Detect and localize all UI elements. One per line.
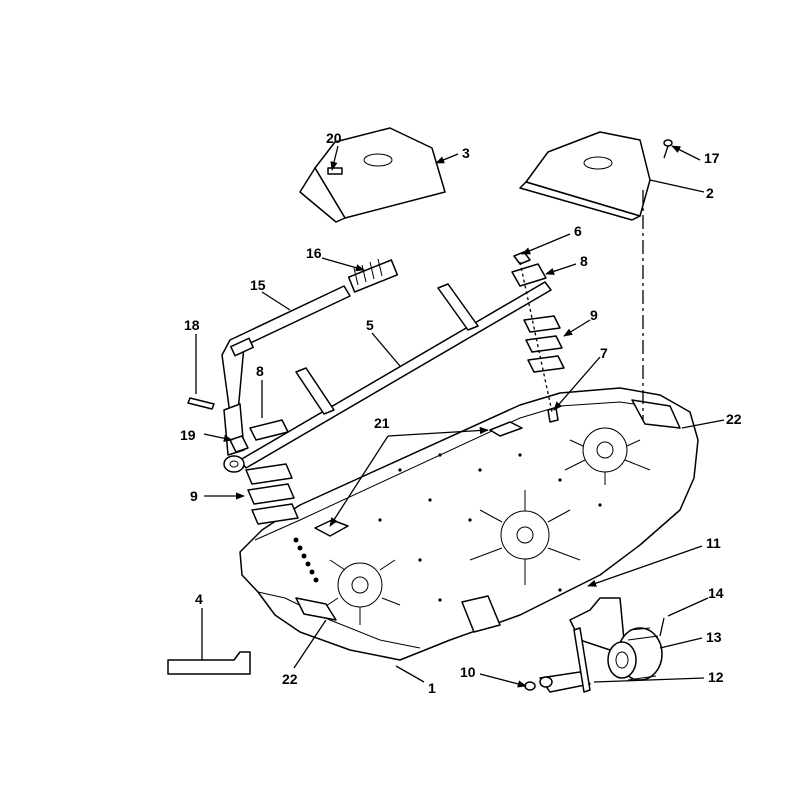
hand-grip (347, 258, 399, 293)
callout-22-left: 22 (282, 671, 298, 687)
callout-13: 13 (706, 629, 722, 645)
adjustment-holes (293, 537, 319, 583)
callout-21: 21 (374, 415, 390, 431)
support-rod (239, 281, 552, 469)
decal-21-right (489, 421, 523, 437)
bolt-axis (519, 261, 553, 413)
clip-19 (229, 435, 249, 453)
right-spindle-cover (519, 131, 651, 221)
callout-5: 5 (366, 317, 374, 333)
pin-18 (187, 397, 215, 410)
mower-deck-housing (239, 387, 699, 661)
template-4 (167, 651, 251, 675)
left-spindle-cover (299, 127, 446, 223)
callout-labels: 1 2 3 4 5 6 7 8 8 9 9 10 11 12 13 14 15 … (180, 130, 742, 696)
callout-6: 6 (574, 223, 582, 239)
callout-4: 4 (195, 591, 203, 607)
bolt-7 (547, 407, 559, 423)
callout-7: 7 (600, 345, 608, 361)
cotter-pin-14 (659, 617, 665, 637)
callout-8-right: 8 (580, 253, 588, 269)
left-spindle-opening (319, 559, 401, 625)
bolt-17 (663, 139, 673, 159)
bracket-8-left (249, 419, 289, 441)
callout-3: 3 (462, 145, 470, 161)
callout-17: 17 (704, 150, 720, 166)
callout-18: 18 (184, 317, 200, 333)
callout-22-right: 22 (726, 411, 742, 427)
callout-12: 12 (708, 669, 724, 685)
decal-20 (327, 167, 343, 175)
decal-21-left (314, 519, 349, 537)
roller-wheel (607, 627, 663, 681)
pivot-bracket (223, 455, 245, 473)
callout-9-right: 9 (590, 307, 598, 323)
callout-10: 10 (460, 664, 476, 680)
nut-6 (513, 251, 531, 265)
callout-8-left: 8 (256, 363, 264, 379)
spacers-9-left (245, 463, 299, 525)
callout-9-left: 9 (190, 488, 198, 504)
leader-lines (195, 145, 725, 688)
callout-16: 16 (306, 245, 322, 261)
gauge-wheel-assembly (539, 597, 663, 693)
callout-2: 2 (706, 185, 714, 201)
right-spindle-opening (564, 427, 651, 485)
callout-15: 15 (250, 277, 266, 293)
center-spindle-opening (469, 490, 581, 585)
deck-flap (461, 595, 501, 633)
deck-rivets (378, 453, 602, 602)
callout-1: 1 (428, 680, 436, 696)
spacers-9-right (523, 315, 565, 373)
decal-22-left (295, 597, 337, 621)
callout-20: 20 (326, 130, 342, 146)
callout-11: 11 (706, 535, 721, 551)
bracket-8-right (511, 263, 547, 287)
callout-19: 19 (180, 427, 196, 443)
decal-22-right (631, 399, 681, 429)
callout-14: 14 (708, 585, 724, 601)
